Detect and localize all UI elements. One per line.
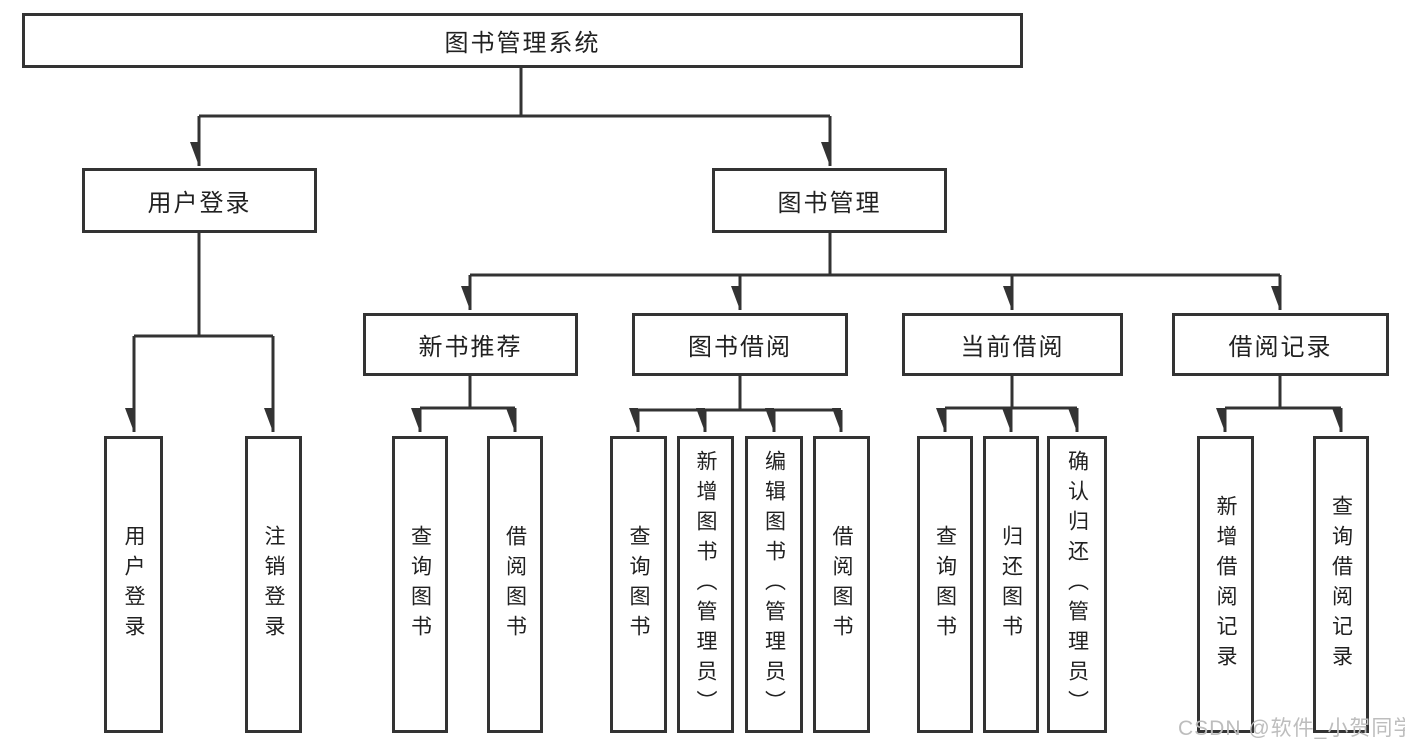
node-book-management: 图书管理 xyxy=(712,168,947,233)
leaf-confirm-return-admin: 确认归还（管理员） xyxy=(1047,436,1107,733)
leaf-return-book: 归还图书 xyxy=(983,436,1039,733)
leaf-borrow-books: 借阅图书 xyxy=(813,436,870,733)
node-borrow-records: 借阅记录 xyxy=(1172,313,1389,376)
node-new-book-recommend: 新书推荐 xyxy=(363,313,578,376)
leaf-query-books-recommend: 查询图书 xyxy=(392,436,448,733)
node-current-borrow: 当前借阅 xyxy=(902,313,1123,376)
leaf-query-borrow-record: 查询借阅记录 xyxy=(1313,436,1369,733)
leaf-edit-book-admin: 编辑图书（管理员） xyxy=(745,436,803,733)
leaf-add-book-admin: 新增图书（管理员） xyxy=(677,436,734,733)
leaf-add-borrow-record: 新增借阅记录 xyxy=(1197,436,1254,733)
leaf-query-books-borrow: 查询图书 xyxy=(610,436,667,733)
leaf-borrow-books-recommend: 借阅图书 xyxy=(487,436,543,733)
node-root-system: 图书管理系统 xyxy=(22,13,1023,68)
leaf-user-login: 用户登录 xyxy=(104,436,163,733)
leaf-query-books-current: 查询图书 xyxy=(917,436,973,733)
leaf-logout: 注销登录 xyxy=(245,436,302,733)
csdn-watermark: CSDN @软件_小贺同学 xyxy=(1178,717,1405,740)
node-book-borrow: 图书借阅 xyxy=(632,313,848,376)
node-user-login: 用户登录 xyxy=(82,168,317,233)
